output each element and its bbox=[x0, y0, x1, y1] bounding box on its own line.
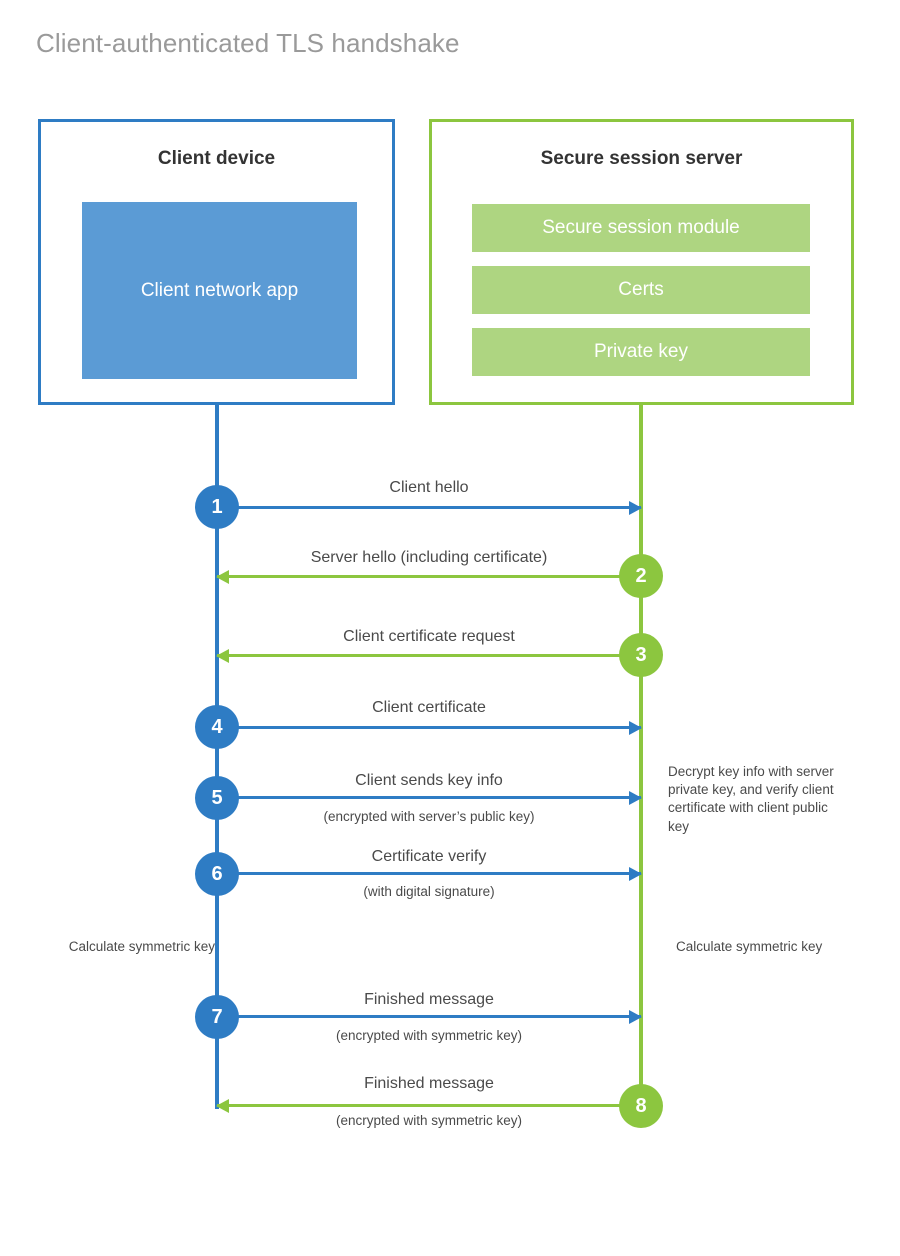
step-5-arrow bbox=[217, 790, 642, 805]
client-network-app-block: Client network app bbox=[82, 202, 357, 379]
step-2-arrow bbox=[216, 569, 641, 584]
step-3-label: Client certificate request bbox=[343, 628, 515, 645]
arrow-head-icon bbox=[216, 569, 229, 584]
step-6-sublabel: (with digital signature) bbox=[363, 884, 495, 899]
arrow-head-icon bbox=[216, 1098, 229, 1113]
arrow-head-icon bbox=[216, 648, 229, 663]
client-device-box: Client device Client network app bbox=[38, 119, 395, 405]
step-2-circle[interactable]: 2 bbox=[619, 554, 663, 598]
step-8-arrow bbox=[216, 1098, 641, 1113]
arrow-head-icon bbox=[629, 866, 642, 881]
client-device-title: Client device bbox=[157, 148, 276, 169]
arrow-head-icon bbox=[629, 500, 642, 515]
secure-session-server-title: Secure session server bbox=[540, 148, 743, 169]
step-7-arrow bbox=[217, 1009, 642, 1024]
step-4-label: Client certificate bbox=[372, 699, 486, 716]
step-3-arrow bbox=[216, 648, 641, 663]
step-7-label: Finished message bbox=[364, 991, 494, 1008]
step-6-arrow bbox=[217, 866, 642, 881]
server-lifeline bbox=[639, 403, 643, 1109]
arrow-head-icon bbox=[629, 790, 642, 805]
step-7-circle[interactable]: 7 bbox=[195, 995, 239, 1039]
step-5-sublabel: (encrypted with server’s public key) bbox=[323, 809, 535, 824]
server-component-certs: Certs bbox=[472, 266, 810, 314]
step-1-circle[interactable]: 1 bbox=[195, 485, 239, 529]
arrow-head-icon bbox=[629, 720, 642, 735]
server-decrypt-annotation: Decrypt key info with server private key… bbox=[668, 764, 834, 834]
step-6-circle[interactable]: 6 bbox=[195, 852, 239, 896]
page-title: Client-authenticated TLS handshake bbox=[36, 28, 460, 58]
step-5-circle[interactable]: 5 bbox=[195, 776, 239, 820]
step-1-label: Client hello bbox=[389, 479, 469, 496]
step-4-circle[interactable]: 4 bbox=[195, 705, 239, 749]
step-4-arrow bbox=[217, 720, 642, 735]
step-8-label: Finished message bbox=[364, 1075, 494, 1092]
step-2-label: Server hello (including certificate) bbox=[310, 549, 548, 566]
server-calculate-key-annotation: Calculate symmetric key bbox=[676, 939, 823, 954]
step-7-sublabel: (encrypted with symmetric key) bbox=[335, 1028, 523, 1043]
arrow-head-icon bbox=[629, 1009, 642, 1024]
server-component-secure-session-module: Secure session module bbox=[472, 204, 810, 252]
step-8-circle[interactable]: 8 bbox=[619, 1084, 663, 1128]
client-lifeline bbox=[215, 403, 219, 1109]
step-1-arrow bbox=[217, 500, 642, 515]
secure-session-server-box: Secure session server Secure session mod… bbox=[429, 119, 854, 405]
step-8-sublabel: (encrypted with symmetric key) bbox=[335, 1113, 523, 1128]
step-6-label: Certificate verify bbox=[371, 848, 487, 865]
client-calculate-key-annotation: Calculate symmetric key bbox=[68, 939, 215, 954]
server-component-private-key: Private key bbox=[472, 328, 810, 376]
step-3-circle[interactable]: 3 bbox=[619, 633, 663, 677]
step-5-label: Client sends key info bbox=[355, 772, 503, 789]
